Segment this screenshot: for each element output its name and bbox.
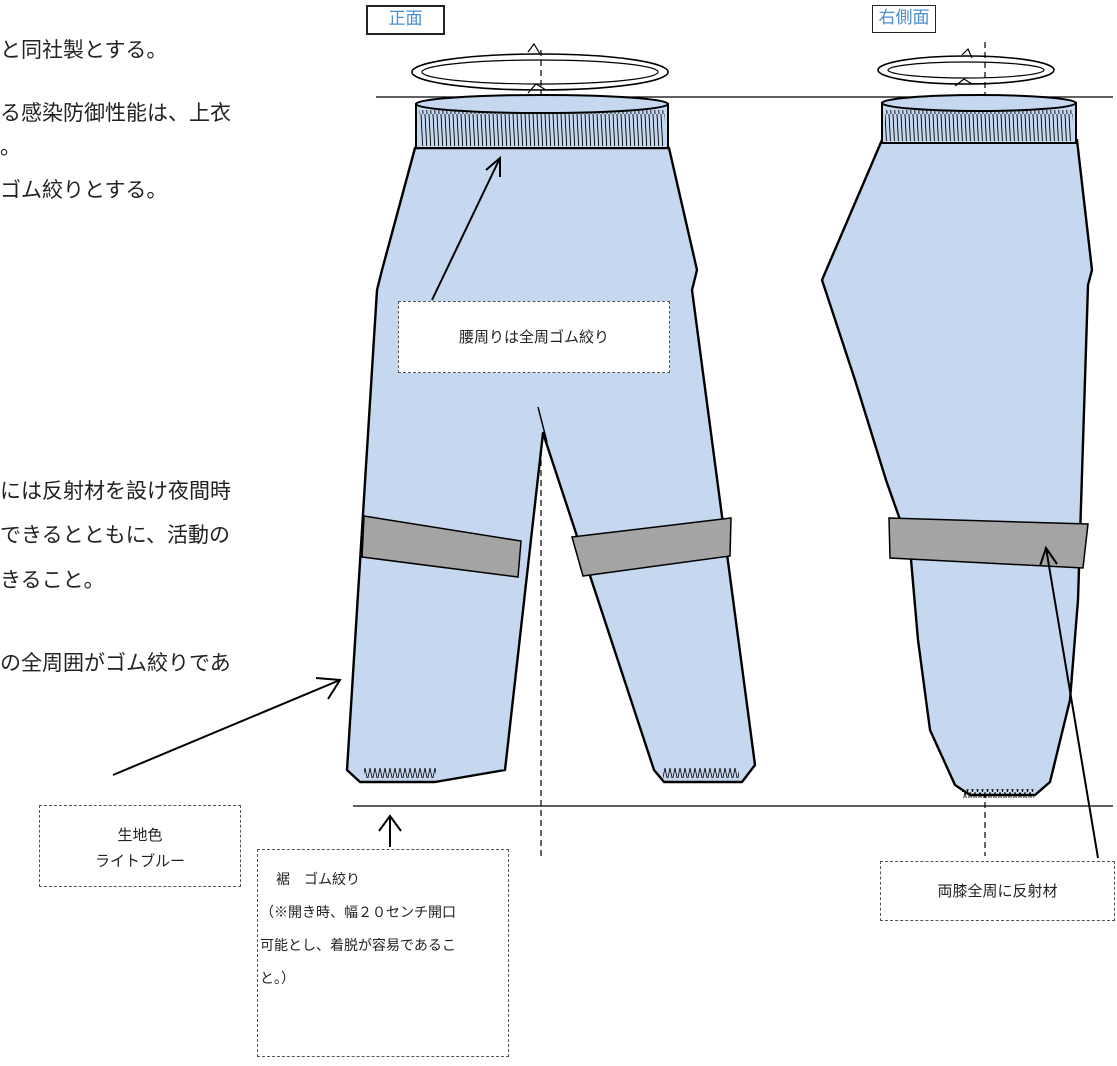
side-view-title: 右側面 <box>872 5 936 33</box>
leader-arrows <box>112 155 1099 859</box>
front-view-title: 正面 <box>366 5 445 35</box>
waist-callout-text: 腰周りは全周ゴム絞り <box>458 328 609 346</box>
waist-callout: 腰周りは全周ゴム絞り <box>398 301 670 373</box>
front-waist-opening <box>415 94 669 114</box>
knee-reflector-callout: 両膝全周に反射材 <box>880 861 1115 921</box>
spec-text-3: 。 <box>0 135 21 159</box>
spec-text-8: の全周囲がゴム絞りであ <box>0 651 231 675</box>
side-pants-view <box>820 47 1094 798</box>
hem-callout: 裾 ゴム絞り （※開き時、幅２０センチ開口 可能とし、着脱が容易であるこ と。） <box>257 849 509 1057</box>
knee-reflector-callout-text: 両膝全周に反射材 <box>937 882 1058 900</box>
hem-callout-note-1: （※開き時、幅２０センチ開口 <box>260 905 456 921</box>
spec-text-5: には反射材を設け夜間時 <box>0 479 231 503</box>
fabric-color-label: 生地色 <box>117 826 163 844</box>
spec-text-4: ゴム絞りとする。 <box>0 178 168 202</box>
hem-callout-note-3: と。） <box>260 971 295 987</box>
hem-callout-title: 裾 ゴム絞り <box>276 872 360 888</box>
spec-text-6: できるとともに、活動の <box>0 523 230 547</box>
hem-callout-note-2: 可能とし、着脱が容易であるこ <box>260 938 456 954</box>
side-waist-opening <box>881 94 1077 112</box>
fabric-color-callout: 生地色 ライトブルー <box>39 805 241 887</box>
fabric-color-value: ライトブルー <box>94 852 185 870</box>
front-right-knee-reflector <box>571 517 732 577</box>
spec-text-2: る感染防御性能は、上衣 <box>0 101 231 125</box>
front-pants-body <box>345 146 757 784</box>
front-pants-view <box>345 42 757 784</box>
spec-text-7: きること。 <box>0 568 105 592</box>
side-knee-reflector <box>888 517 1089 569</box>
front-left-knee-reflector <box>361 515 522 578</box>
side-pants-body <box>820 138 1094 797</box>
spec-text-1: と同社製とする。 <box>0 38 168 62</box>
